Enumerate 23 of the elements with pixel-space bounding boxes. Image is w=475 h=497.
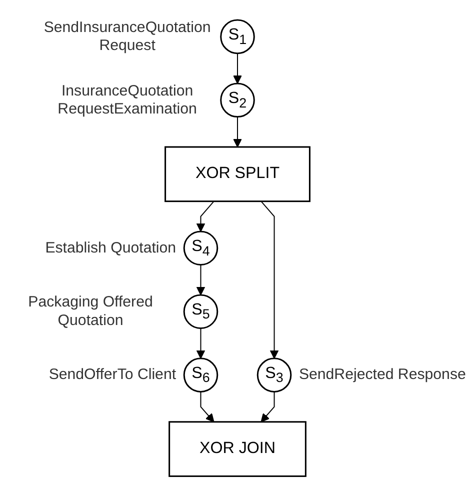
step-label: SendInsuranceQuotation Request (42, 18, 212, 56)
arrow (200, 392, 214, 423)
step-label: Establish Quotation (45, 239, 176, 258)
node-circle (220, 20, 255, 54)
arrow (196, 201, 214, 232)
step-label: InsuranceQuotation RequestExamination (56, 82, 198, 119)
arrow (233, 54, 242, 84)
arrow (260, 201, 279, 360)
arrow (260, 392, 275, 423)
node-circle (183, 294, 218, 330)
step-label: Packaging Offered Quotation (27, 294, 154, 330)
flowchart: SendInsuranceQuotation Request S$_{1}$ InsuranceQuotation RequestExamination S$_{2}$ XOR SPLIT Establish Quotation S$_{4}$ Packaging Offered Quotation S$_{5}$ SendOfferTo Client S$_{6}$ S$_{3}$ SendRejected Response XOR JOIN (0, 12, 475, 485)
step-label: SendRejected Response (298, 366, 466, 384)
node-circle (183, 358, 218, 393)
node-box (164, 146, 310, 202)
arrow (196, 328, 206, 360)
arrow (196, 265, 206, 296)
node-circle (256, 358, 292, 393)
node-box (168, 422, 306, 478)
node-circle (220, 83, 255, 118)
step-label: SendOfferTo Client (48, 366, 176, 384)
node-circle (183, 231, 218, 266)
arrow (233, 117, 242, 148)
